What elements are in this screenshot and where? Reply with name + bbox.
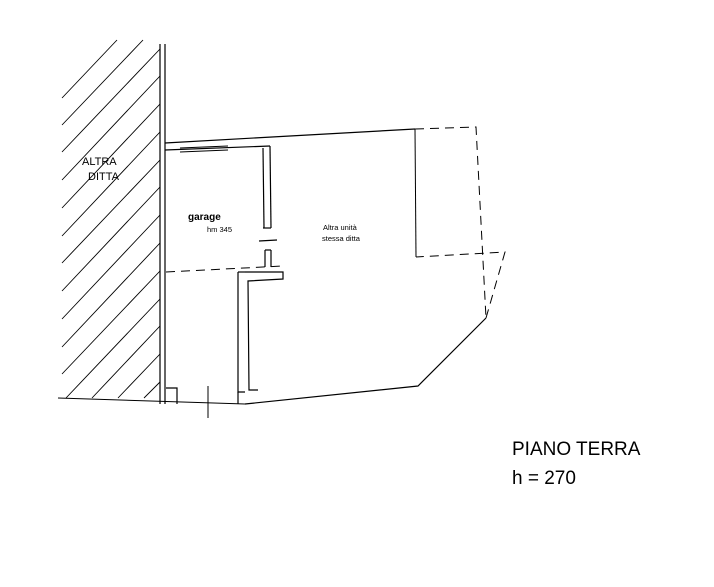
other-unit-label-line2: stessa ditta: [322, 234, 361, 243]
other-unit-label-line1: Altra unità: [323, 223, 358, 232]
neighbour-label-line2: DITTA: [88, 171, 120, 183]
unit-perimeter: [164, 126, 506, 405]
neighbour-hatch-area: [61, 39, 161, 399]
lower-room-walls: [166, 271, 284, 418]
garage-top-wall: [164, 145, 271, 153]
garage-partition-wall: [258, 145, 278, 267]
boundary-wall: [159, 44, 166, 404]
floor-title: PIANO TERRA: [512, 439, 641, 460]
garage-label: garage: [188, 212, 221, 223]
floor-height-label: h = 270: [512, 468, 576, 489]
neighbour-label-line1: ALTRA: [82, 156, 117, 168]
garage-dashed-limit: [165, 265, 284, 273]
ground-line: [57, 397, 246, 405]
garage-height-note: hm 345: [207, 225, 232, 234]
